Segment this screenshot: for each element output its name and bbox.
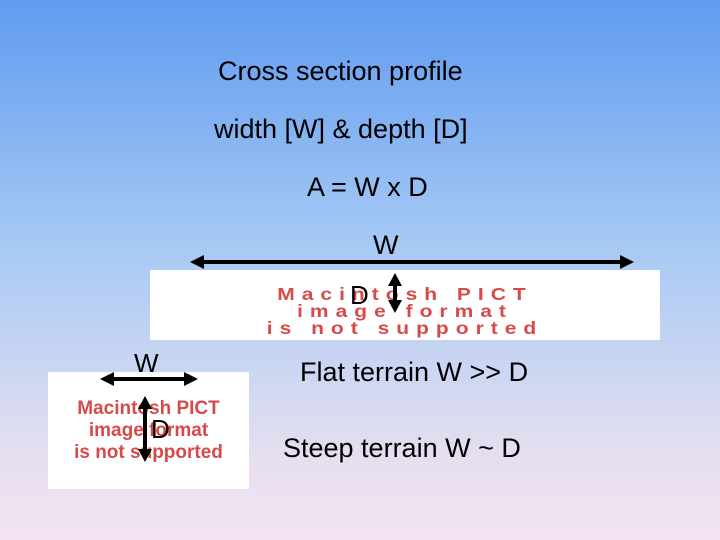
label-d-left: D	[151, 414, 170, 444]
pict-small-line-2: image format	[88, 420, 209, 441]
pict-wide-line-1: Macintosh PICT	[277, 285, 533, 304]
label-w-left: W	[134, 348, 159, 378]
steep-terrain-text: Steep terrain W ~ D	[283, 433, 521, 463]
label-d-top: D	[350, 280, 369, 310]
depth-arrow-top	[388, 273, 402, 313]
depth-arrow-left	[138, 396, 152, 462]
flat-terrain-text: Flat terrain W >> D	[300, 357, 529, 387]
width-arrow-left	[100, 372, 198, 386]
title-line-1: Cross section profile	[218, 56, 463, 86]
width-arrow-top	[190, 255, 634, 269]
title-line-2: width [W] & depth [D]	[214, 114, 468, 144]
label-w-top: W	[373, 230, 399, 260]
area-formula: A = W x D	[307, 172, 428, 202]
pict-placeholder-wide: Macintosh PICT image format is not suppo…	[150, 270, 660, 340]
pict-wide-line-2: image format	[297, 302, 513, 321]
pict-wide-line-3: is not supported	[266, 319, 544, 338]
